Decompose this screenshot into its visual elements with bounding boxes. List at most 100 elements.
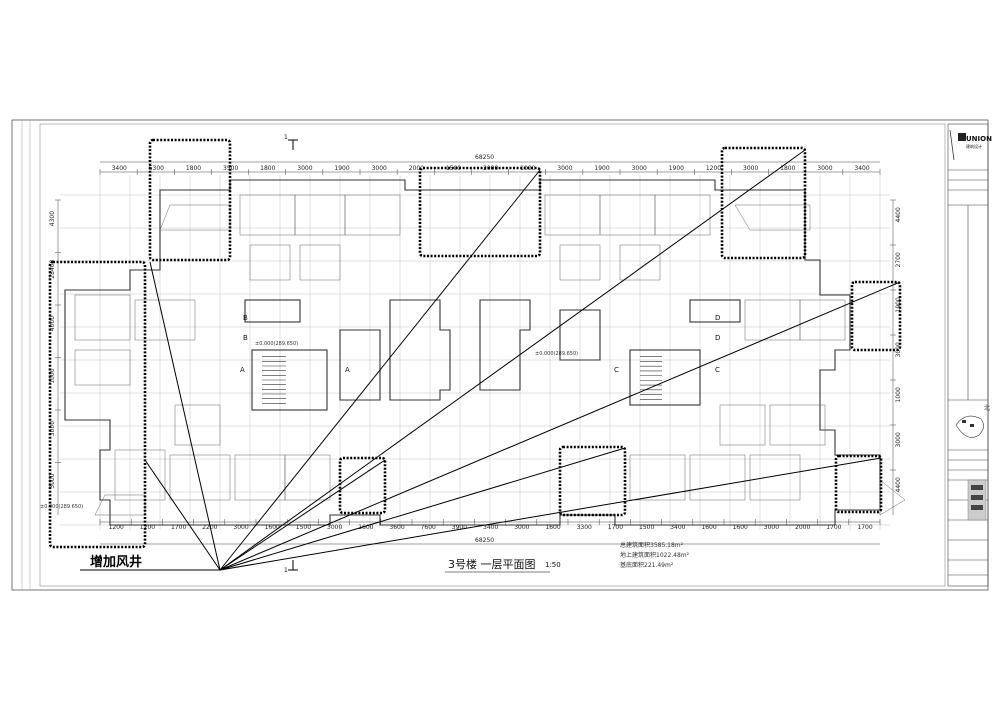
axis-labels: A A B B C C D D	[240, 314, 720, 374]
dimension-label: 3000	[895, 432, 902, 447]
dimension-label: 2000	[483, 165, 498, 172]
dimension-label: 3000	[514, 524, 529, 531]
area-note: 基底面积221.49m²	[620, 561, 674, 569]
dimension-label: 1700	[171, 524, 186, 531]
dimension-label: 3000	[297, 165, 312, 172]
dimension-label: 2000	[795, 524, 810, 531]
dimension-label: 3400	[854, 165, 869, 172]
axis-label: A	[345, 366, 350, 374]
dimension-label: 1200	[706, 165, 721, 172]
dimension-label: 3400	[670, 524, 685, 531]
section-marker-label: 1	[284, 567, 288, 574]
axis-grid	[60, 175, 890, 530]
dimension-label: 1200	[109, 524, 124, 531]
dimension-label: 2000	[409, 165, 424, 172]
overall-dimension-label: 68250	[475, 537, 494, 544]
area-note: 总建筑面积3585.18m²	[620, 541, 684, 549]
section-marker-top: 1	[284, 134, 298, 150]
dimension-label: 1900	[594, 165, 609, 172]
dimension-label: 4400	[895, 207, 902, 222]
dimension-label: 1600	[733, 524, 748, 531]
dimension-label: 2700	[895, 252, 902, 267]
revision-cloud	[338, 456, 387, 515]
dimension-label: 3600	[389, 524, 404, 531]
dimension-label: 3500	[223, 165, 238, 172]
dimension-label: 1900	[669, 165, 684, 172]
revision-cloud	[148, 138, 232, 262]
dimension-label: 3000	[327, 524, 342, 531]
dimension-label: 3000	[49, 421, 56, 436]
revision-cloud	[558, 445, 627, 517]
revision-cloud	[720, 146, 807, 260]
dimension-label: 3000	[632, 165, 647, 172]
dimension-label: 1800	[780, 165, 795, 172]
dimension-label: 1200	[140, 524, 155, 531]
overall-dimension-top: 68250	[100, 154, 880, 163]
left-binding-strip	[21, 120, 31, 590]
revision-clouds	[48, 138, 902, 549]
axis-label: B	[243, 334, 248, 342]
dimension-label: 1700	[608, 524, 623, 531]
dimension-label: 3000	[372, 165, 387, 172]
overall-dimension-bottom: 68250	[100, 537, 880, 545]
dimension-label: 1600	[358, 524, 373, 531]
section-marker-bottom: 1	[284, 560, 298, 574]
dimension-label: 1900	[895, 297, 902, 312]
revision-cloud	[850, 280, 902, 352]
dimension-label: 3000	[764, 524, 779, 531]
axis-label: C	[715, 366, 720, 374]
dimension-label: 1500	[296, 524, 311, 531]
dimension-label: 1600	[265, 524, 280, 531]
dimension-label: 1500	[639, 524, 654, 531]
leader-lines	[80, 149, 901, 571]
inner-border	[39, 123, 946, 587]
dimension-label: 1700	[826, 524, 841, 531]
axis-label: A	[240, 366, 245, 374]
company-logo: UNION 建筑设计	[949, 129, 992, 161]
dimension-label: 3000	[49, 473, 56, 488]
dimension-label: 4300	[49, 211, 56, 226]
dimension-label: 1900	[334, 165, 349, 172]
dimension-label: 1800	[186, 165, 201, 172]
dimension-label: 3300	[577, 524, 592, 531]
dimension-label: 3400	[483, 524, 498, 531]
revision-cloud	[418, 166, 542, 258]
drawing-title: 3号楼 一层平面图	[448, 557, 536, 571]
drawing-title-block: 3号楼 一层平面图 1:50	[445, 557, 561, 573]
section-marker-label: 1	[284, 134, 288, 141]
elevation-label: ±0.000(289.650)	[40, 504, 83, 510]
dimension-label: 4400	[895, 477, 902, 492]
dimension-label: 3000	[743, 165, 758, 172]
elevation-labels: ±0.000(289.650) ±0.000(289.650) ±0.000(2…	[40, 341, 578, 510]
building-plan	[64, 179, 906, 526]
svg-text:北: 北	[984, 404, 990, 412]
axis-label: D	[715, 314, 720, 322]
dimension-label: 7600	[421, 524, 436, 531]
dimension-label: 1600	[545, 524, 560, 531]
dimension-label: 28400	[49, 259, 56, 278]
area-note: 地上建筑面积1022.48m²	[620, 551, 690, 559]
drawing-scale: 1:50	[545, 561, 561, 569]
annotation-label: 增加风井	[90, 554, 142, 570]
area-notes: 总建筑面积3585.18m² 地上建筑面积1022.48m² 基底面积221.4…	[620, 541, 690, 569]
axis-label: B	[243, 314, 248, 322]
dimension-label: 3000	[817, 165, 832, 172]
dimension-label: 1000	[49, 368, 56, 383]
dimension-label: 3000	[557, 165, 572, 172]
logo-text: UNION	[966, 135, 992, 143]
elevation-label: ±0.000(289.650)	[535, 351, 578, 357]
axis-label: C	[614, 366, 619, 374]
title-block: UNION 建筑设计 北	[947, 123, 992, 587]
dimension-label: 1000	[895, 387, 902, 402]
revision-cloud	[48, 260, 147, 549]
elevation-label: ±0.000(289.650)	[255, 341, 298, 347]
dimension-label: 3900	[452, 524, 467, 531]
dimension-label: 1700	[857, 524, 872, 531]
dimension-label: 3000	[233, 524, 248, 531]
overall-dimension-label: 68250	[475, 154, 494, 161]
